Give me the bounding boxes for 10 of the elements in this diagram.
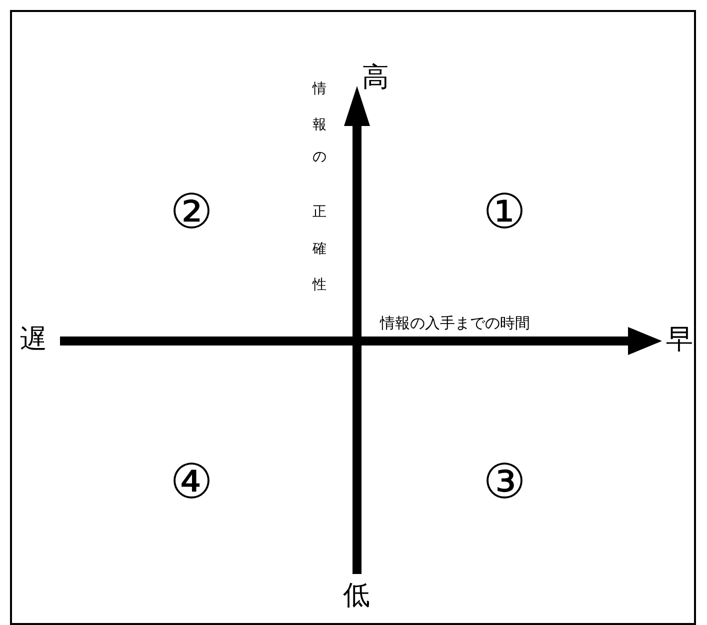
axis-label: 情報の入手までの時間 bbox=[380, 316, 530, 331]
quadrant-number: ① bbox=[483, 188, 526, 236]
axis-end-label: 遅 bbox=[20, 326, 47, 353]
axis-label: 情報の正確性 bbox=[312, 70, 326, 302]
quadrant-number: ④ bbox=[170, 458, 213, 506]
axis-end-label: 早 bbox=[666, 326, 693, 353]
quadrant-number: ② bbox=[170, 188, 213, 236]
axis-end-label: 低 bbox=[343, 582, 370, 609]
quadrant-number: ③ bbox=[483, 458, 526, 506]
axis-end-label: 高 bbox=[362, 64, 389, 91]
